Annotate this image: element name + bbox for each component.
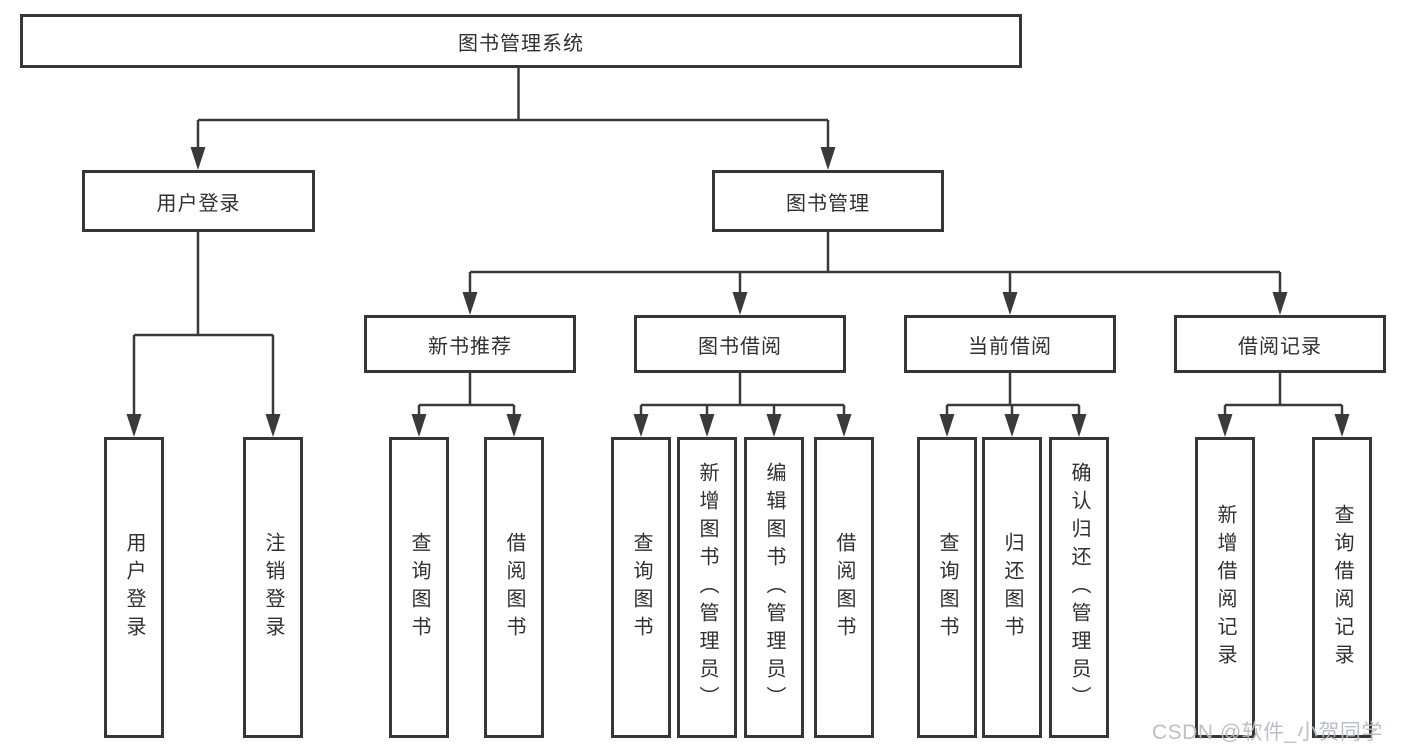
leaf-logout-label: 注销登录	[262, 531, 284, 644]
leaf-borrowing-add-books-admin-label: 新增图书（管理员）	[696, 461, 718, 714]
leaf-borrowing-edit-books-admin-label: 编辑图书（管理员）	[763, 461, 785, 714]
leaf-borrowing-borrow-books-label: 借阅图书	[833, 531, 855, 644]
leaf-user-login-label: 用户登录	[123, 531, 145, 644]
node-borrowing-records: 借阅记录	[1174, 315, 1386, 373]
node-book-borrowing-label: 图书借阅	[698, 335, 782, 358]
leaf-newbooks-query-books: 查询图书	[389, 437, 449, 738]
leaf-current-return-books-label: 归还图书	[1001, 531, 1023, 644]
node-book-management-label: 图书管理	[786, 192, 870, 215]
leaf-current-confirm-return-admin: 确认归还（管理员）	[1049, 437, 1109, 738]
node-current-borrowing-label: 当前借阅	[968, 335, 1052, 358]
node-book-management: 图书管理	[712, 170, 944, 232]
node-current-borrowing: 当前借阅	[904, 315, 1116, 373]
leaf-newbooks-borrow-books-label: 借阅图书	[503, 531, 525, 644]
csdn-watermark: CSDN @软件_小贺同学	[1152, 721, 1383, 744]
node-user-login-label: 用户登录	[156, 192, 241, 215]
leaf-current-confirm-return-admin-label: 确认归还（管理员）	[1068, 461, 1090, 714]
leaf-user-login: 用户登录	[104, 437, 164, 738]
node-new-book-recommendation-label: 新书推荐	[428, 335, 512, 358]
leaf-borrowing-query-books: 查询图书	[611, 437, 671, 738]
leaf-records-query-record-label: 查询借阅记录	[1331, 503, 1353, 672]
node-borrowing-records-label: 借阅记录	[1238, 335, 1322, 358]
leaf-records-add-record: 新增借阅记录	[1195, 437, 1255, 738]
node-root-label: 图书管理系统	[458, 32, 584, 55]
leaf-borrowing-borrow-books: 借阅图书	[814, 437, 874, 738]
leaf-newbooks-borrow-books: 借阅图书	[484, 437, 544, 738]
leaf-logout: 注销登录	[243, 437, 303, 738]
leaf-records-query-record: 查询借阅记录	[1312, 437, 1372, 738]
leaf-current-query-books-label: 查询图书	[936, 531, 958, 644]
leaf-current-query-books: 查询图书	[917, 437, 977, 738]
leaf-borrowing-query-books-label: 查询图书	[630, 531, 652, 644]
leaf-records-add-record-label: 新增借阅记录	[1214, 503, 1236, 672]
node-new-book-recommendation: 新书推荐	[364, 315, 576, 373]
node-user-login: 用户登录	[82, 170, 315, 232]
leaf-current-return-books: 归还图书	[982, 437, 1042, 738]
leaf-newbooks-query-books-label: 查询图书	[408, 531, 430, 644]
leaf-borrowing-edit-books-admin: 编辑图书（管理员）	[744, 437, 804, 738]
node-book-borrowing: 图书借阅	[634, 315, 846, 373]
node-root-book-management-system: 图书管理系统	[20, 14, 1022, 68]
tree-edges	[132, 68, 1344, 433]
leaf-borrowing-add-books-admin: 新增图书（管理员）	[677, 437, 737, 738]
